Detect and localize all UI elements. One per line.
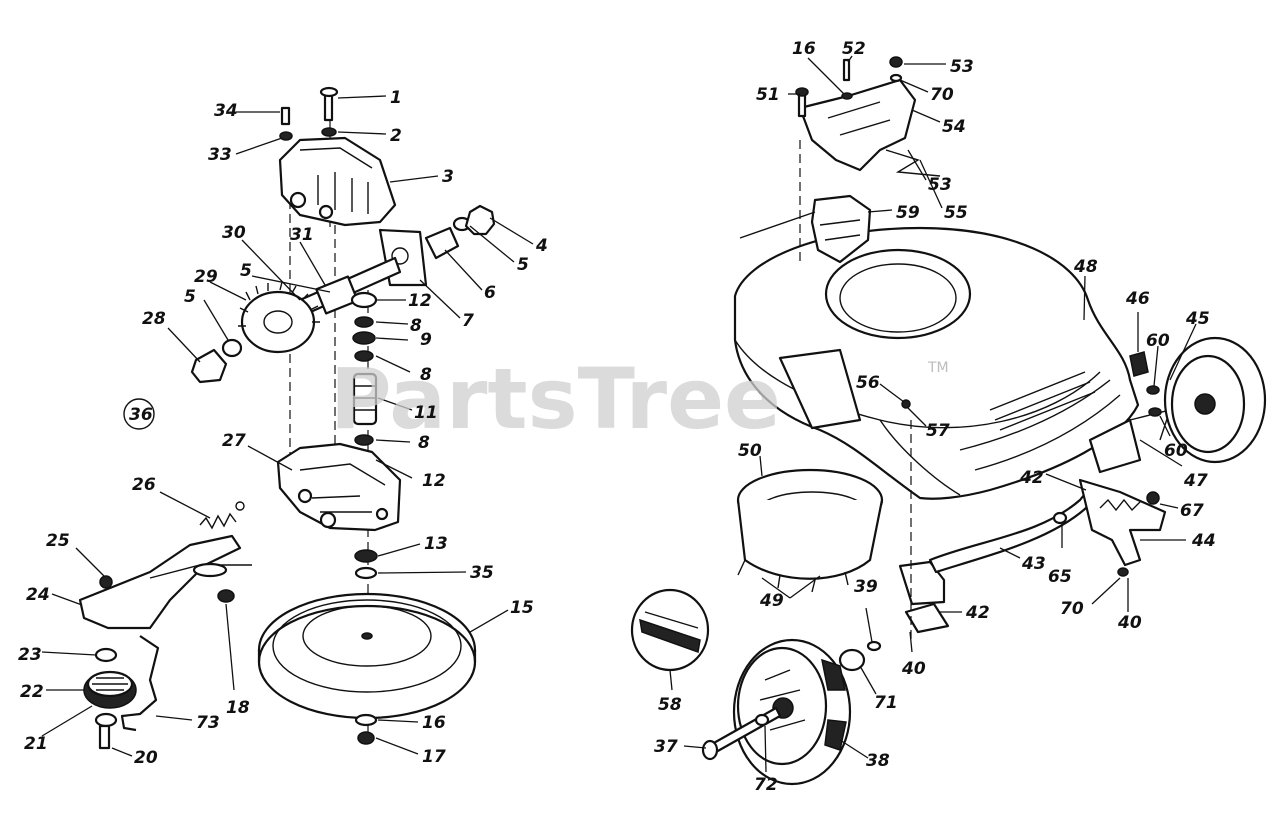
callout-24: 24 (26, 585, 50, 605)
callout-8-middle: 8 (420, 365, 432, 385)
callout-44: 44 (1191, 531, 1216, 551)
callout-13: 13 (424, 534, 448, 554)
callout-53-top: 53 (950, 57, 974, 77)
leader-lines (41, 55, 1197, 773)
callout-56: 56 (856, 373, 880, 393)
watermark-trademark: TM (927, 360, 949, 376)
callout-49: 49 (759, 591, 784, 611)
callout-27: 27 (222, 431, 246, 451)
callout-43: 43 (1021, 554, 1046, 574)
callout-71: 71 (874, 693, 898, 713)
callout-16-right: 16 (792, 39, 816, 59)
callout-34: 34 (214, 101, 238, 121)
callout-40-rear: 40 (1117, 613, 1142, 633)
callout-65: 65 (1048, 567, 1072, 587)
callout-16-left: 16 (422, 713, 446, 733)
callout-1: 1 (390, 88, 402, 108)
callout-59: 59 (896, 203, 920, 223)
callout-18: 18 (226, 698, 250, 718)
callout-57: 57 (926, 421, 950, 441)
watermark-text: PartsTree (330, 350, 781, 448)
callout-40-front: 40 (901, 659, 926, 679)
callout-33: 33 (208, 145, 232, 165)
callout-53-spring: 53 (928, 175, 952, 195)
callout-21: 21 (24, 734, 48, 754)
callout-2: 2 (390, 126, 402, 146)
callout-35: 35 (470, 563, 494, 583)
callout-38: 38 (866, 751, 890, 771)
callout-29: 29 (194, 267, 218, 287)
callout-7: 7 (462, 311, 474, 331)
callout-73: 73 (196, 713, 220, 733)
callout-8-upper: 8 (410, 316, 422, 336)
callout-4: 4 (535, 236, 548, 256)
callout-72: 72 (754, 775, 778, 795)
callout-47: 47 (1183, 471, 1208, 491)
callout-6: 6 (484, 283, 496, 303)
callout-39: 39 (854, 577, 878, 597)
callout-67: 67 (1180, 501, 1204, 521)
callout-17: 17 (422, 747, 446, 767)
callout-23: 23 (18, 645, 42, 665)
callout-51: 51 (756, 85, 780, 105)
callout-46: 46 (1125, 289, 1150, 309)
callout-3: 3 (442, 167, 454, 187)
gearbox-housing-top (278, 136, 397, 227)
callout-25: 25 (46, 531, 70, 551)
callout-52: 52 (842, 39, 866, 59)
callout-20: 20 (134, 748, 158, 768)
callout-30: 30 (222, 223, 246, 243)
callout-labels: 1 2 3 4 5 6 7 12 8 9 8 11 8 12 13 35 15 … (18, 39, 1216, 795)
callout-5-washer: 5 (517, 255, 529, 275)
callout-5-left: 5 (184, 287, 196, 307)
callout-45: 45 (1185, 309, 1210, 329)
callout-8-lower: 8 (418, 433, 430, 453)
drive-assembly (78, 86, 496, 750)
callout-31: 31 (290, 225, 314, 245)
callout-12-lower: 12 (422, 471, 446, 491)
callout-9: 9 (420, 330, 432, 350)
callout-22: 22 (20, 682, 44, 702)
callout-26: 26 (132, 475, 156, 495)
callout-58: 58 (658, 695, 682, 715)
callout-70-rear: 70 (1060, 599, 1084, 619)
callout-15: 15 (510, 598, 534, 618)
callout-28: 28 (142, 309, 166, 329)
callout-42-front: 42 (965, 603, 990, 623)
callout-70-top: 70 (930, 85, 954, 105)
deck-assembly (630, 56, 1267, 786)
callout-42-rear: 42 (1019, 468, 1044, 488)
callout-37: 37 (654, 737, 678, 757)
callout-11: 11 (414, 403, 438, 423)
callout-60-upper: 60 (1146, 331, 1170, 351)
callout-54: 54 (942, 117, 966, 137)
callout-36: 36 (129, 405, 153, 425)
callout-5-gear: 5 (240, 261, 252, 281)
callout-48: 48 (1073, 257, 1098, 277)
callout-50: 50 (738, 441, 762, 461)
callout-12-upper: 12 (408, 291, 432, 311)
callout-55: 55 (944, 203, 968, 223)
callout-60-lower: 60 (1164, 441, 1188, 461)
